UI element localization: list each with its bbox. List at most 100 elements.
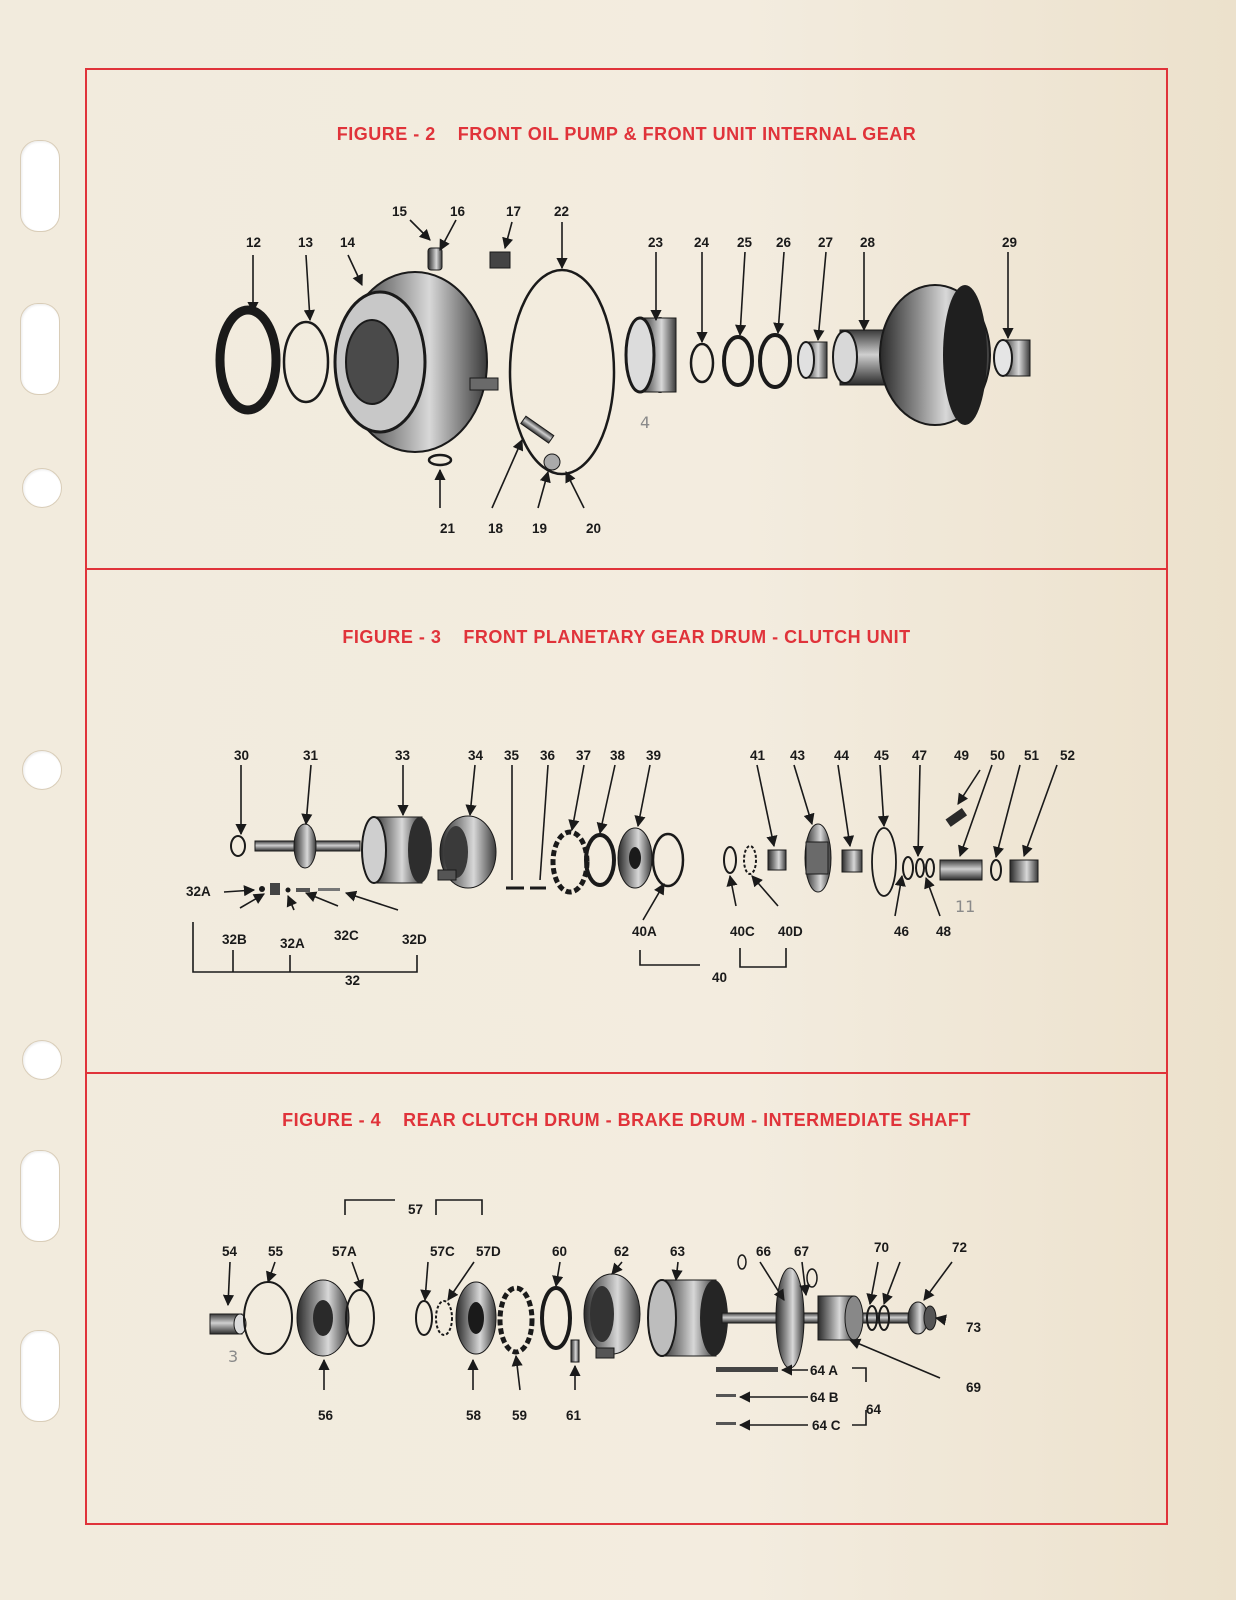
part-71-ring: [878, 1305, 890, 1331]
figure-2-title: FIGURE - 2 FRONT OIL PUMP & FRONT UNIT I…: [336, 124, 917, 144]
part-65-small-ring: [737, 1254, 747, 1270]
label-49: 49: [954, 748, 969, 763]
label-44: 44: [834, 748, 850, 763]
label-45: 45: [874, 748, 890, 763]
label-59: 59: [512, 1408, 527, 1423]
label-34: 34: [468, 748, 484, 763]
figure-2-labels: 12 13 14 15 16 17 22 23 24 25 26 27 28 2…: [246, 204, 1017, 536]
part-49-key: [945, 807, 968, 827]
label-55: 55: [268, 1244, 284, 1259]
label-17: 17: [506, 204, 521, 219]
label-64b: 64 B: [810, 1390, 839, 1405]
label-67: 67: [794, 1244, 809, 1259]
label-56: 56: [318, 1408, 334, 1423]
part-25-ring: [722, 335, 754, 387]
figure-frame: FIGURE - 2 FRONT OIL PUMP & FRONT UNIT I…: [85, 68, 1168, 1525]
label-24: 24: [694, 235, 710, 250]
part-57d-ring: [435, 1300, 453, 1336]
part-48-ring: [925, 858, 935, 878]
label-20: 20: [586, 521, 601, 536]
label-30: 30: [234, 748, 249, 763]
label-46: 46: [894, 924, 910, 939]
part-21-small-ring: [427, 453, 453, 467]
label-36: 36: [540, 748, 556, 763]
label-29: 29: [1002, 235, 1017, 250]
label-60: 60: [552, 1244, 567, 1259]
part-70-ring: [866, 1305, 878, 1331]
figure-3-labels: 30 31 33 34 35 36 37 38 39 41 43 44 45 4…: [186, 748, 1075, 988]
part-67-ring: [806, 1268, 818, 1288]
label-54: 54: [222, 1244, 238, 1259]
binder-slot-upper: [20, 303, 60, 395]
pencil-mark-11: 11: [955, 897, 975, 916]
part-19-ball: [543, 453, 561, 471]
label-50: 50: [990, 748, 1005, 763]
label-72: 72: [952, 1240, 967, 1255]
label-70: 70: [874, 1240, 889, 1255]
part-47-ring: [915, 858, 925, 878]
binder-hole-1: [22, 468, 62, 508]
pencil-mark-4: 4: [640, 413, 650, 432]
binder-hole-3: [22, 1040, 62, 1080]
part-69-gear: [817, 1295, 864, 1341]
label-57a: 57A: [332, 1244, 357, 1259]
binder-slot-top: [20, 140, 60, 232]
part-62-band: [583, 1273, 641, 1359]
label-32c: 32C: [334, 928, 359, 943]
label-19: 19: [532, 521, 547, 536]
part-41-bushing: [767, 849, 787, 871]
part-32-small-parts: [259, 883, 340, 895]
part-57c-ring: [415, 1300, 433, 1336]
part-54-bushing: [209, 1313, 247, 1335]
label-58: 58: [466, 1408, 482, 1423]
label-22: 22: [554, 204, 569, 219]
part-58-clutch-hub: [455, 1281, 497, 1355]
part-64a-pin: [716, 1367, 778, 1372]
label-69: 69: [966, 1380, 981, 1395]
label-63: 63: [670, 1244, 686, 1259]
label-43: 43: [790, 748, 806, 763]
label-23: 23: [648, 235, 664, 250]
label-61: 61: [566, 1408, 582, 1423]
label-51: 51: [1024, 748, 1040, 763]
part-56-piston: [296, 1279, 350, 1357]
part-72-gear: [907, 1301, 937, 1335]
label-32b: 32B: [222, 932, 247, 947]
part-55-o-ring: [243, 1281, 293, 1355]
part-64b-pin: [716, 1394, 736, 1397]
part-24-ring: [689, 342, 715, 384]
label-32d: 32D: [402, 932, 427, 947]
label-32a-mid: 32A: [280, 936, 305, 951]
label-40a: 40A: [632, 924, 657, 939]
part-18-spring: [520, 415, 555, 444]
binder-slot-lower: [20, 1150, 60, 1242]
label-52: 52: [1060, 748, 1075, 763]
leader-lines: [192, 219, 1058, 1431]
part-15-16-plug: [427, 247, 443, 271]
figure-3-parts: [230, 807, 1039, 897]
figure-4-labels: 57 54 55 57A 57C 57D 60 62 63 66 67 70 7…: [222, 1202, 982, 1433]
section-divider-2: [87, 1072, 1166, 1074]
part-38-plate: [584, 833, 616, 887]
label-57d: 57D: [476, 1244, 501, 1259]
label-57: 57: [408, 1202, 423, 1217]
part-12-seal: [215, 305, 281, 415]
part-50-sleeve: [939, 859, 983, 881]
part-59-plate: [497, 1285, 535, 1355]
part-40d-ring: [743, 845, 757, 875]
part-17-block: [489, 251, 511, 269]
part-64c-pin: [716, 1422, 736, 1425]
part-51-ring: [990, 859, 1002, 881]
part-60-plate: [540, 1286, 572, 1350]
label-15: 15: [392, 204, 408, 219]
label-25: 25: [737, 235, 753, 250]
part-30-ring: [230, 835, 246, 857]
label-21: 21: [440, 521, 456, 536]
figure-2-parts: [215, 247, 1031, 476]
label-37: 37: [576, 748, 591, 763]
label-26: 26: [776, 235, 792, 250]
label-62: 62: [614, 1244, 629, 1259]
label-73: 73: [966, 1320, 982, 1335]
label-12: 12: [246, 235, 261, 250]
